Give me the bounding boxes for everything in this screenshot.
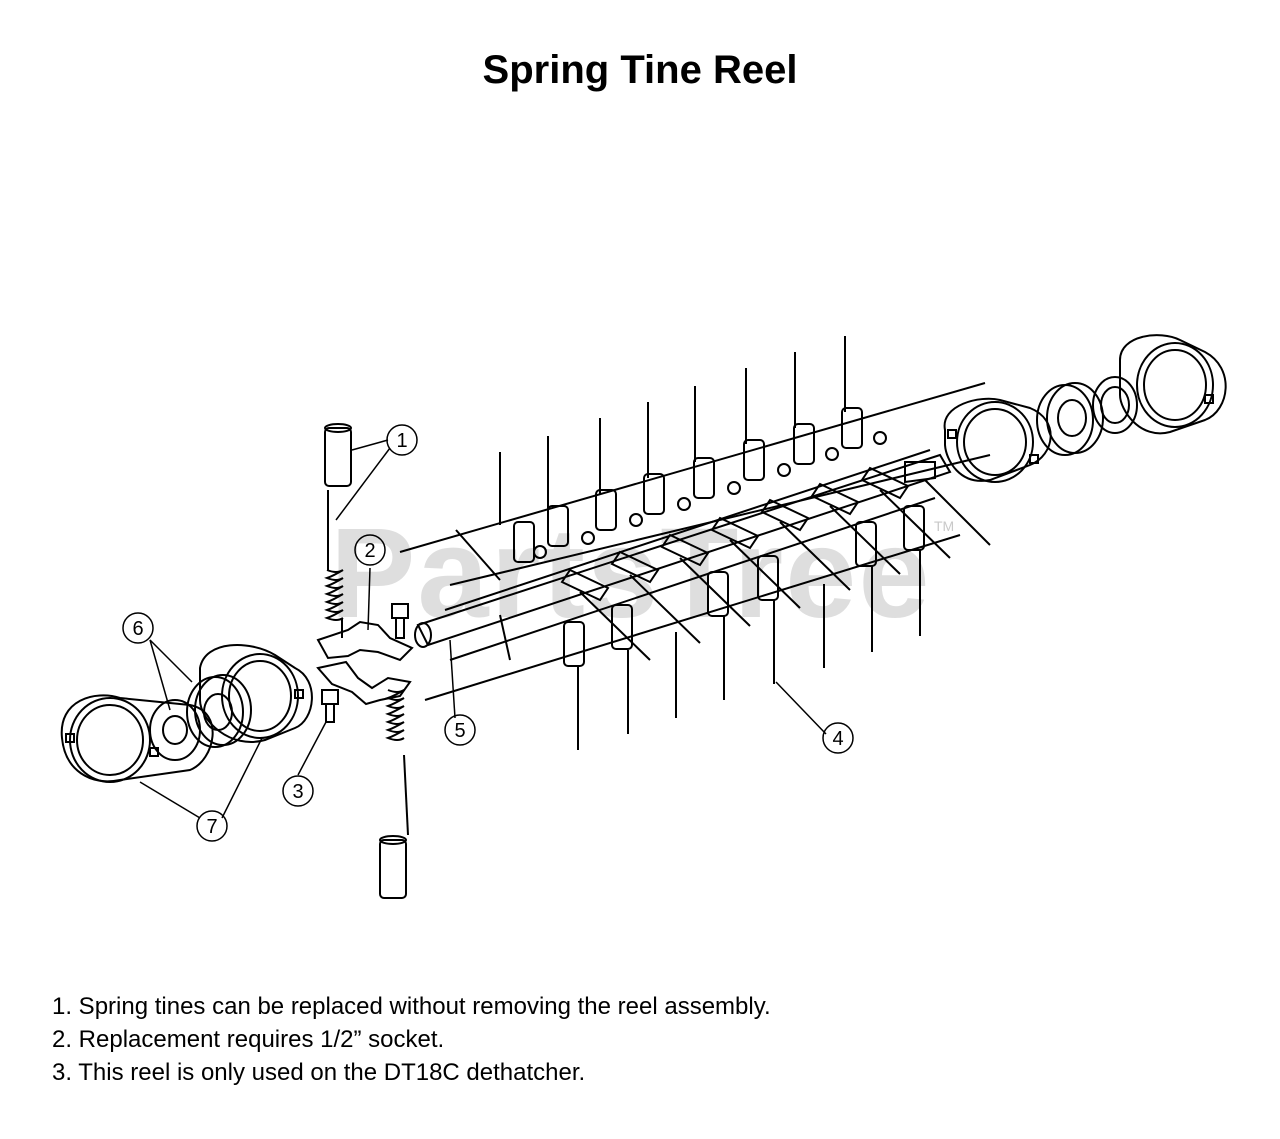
- callout-2: 2: [364, 540, 375, 562]
- callout-1: 1: [396, 430, 407, 452]
- right-inner-flange: [943, 397, 1052, 483]
- callout-6: 6: [132, 618, 143, 640]
- note-item: 2. Replacement requires 1/2” socket.: [52, 1026, 445, 1053]
- right-outer-flange: [1119, 334, 1227, 435]
- diagram-title: Spring Tine Reel: [482, 48, 798, 92]
- upper-spacer-tube: [324, 423, 352, 487]
- callout-3: 3: [292, 781, 303, 803]
- upper-spring-tine: [324, 490, 344, 638]
- notes-list: 1. Spring tines can be replaced without …: [52, 990, 771, 1089]
- right-collar: [1092, 376, 1138, 434]
- leader-lines: [139, 439, 827, 819]
- callout-5: 5: [454, 720, 465, 742]
- callout-circles: [122, 424, 854, 842]
- reel-assembly: [399, 336, 991, 750]
- right-bearing: [1036, 382, 1104, 456]
- callout-7: 7: [206, 816, 217, 838]
- left-bearing: [186, 674, 252, 748]
- note-item: 1. Spring tines can be replaced without …: [52, 993, 771, 1020]
- upper-clamp-plate: [316, 620, 414, 662]
- lower-clamp-plate: [316, 660, 412, 706]
- watermark-trademark: TM: [934, 518, 955, 534]
- lower-spacer-tube: [379, 835, 407, 899]
- upper-bolt: [391, 603, 409, 639]
- callout-4: 4: [832, 728, 843, 750]
- left-flange-bearing: [60, 694, 214, 783]
- left-back-flange: [199, 644, 313, 743]
- left-collar: [149, 699, 201, 761]
- lower-spring-tine: [385, 689, 409, 836]
- note-item: 3. This reel is only used on the DT18C d…: [52, 1059, 586, 1086]
- lower-bolt: [321, 689, 339, 723]
